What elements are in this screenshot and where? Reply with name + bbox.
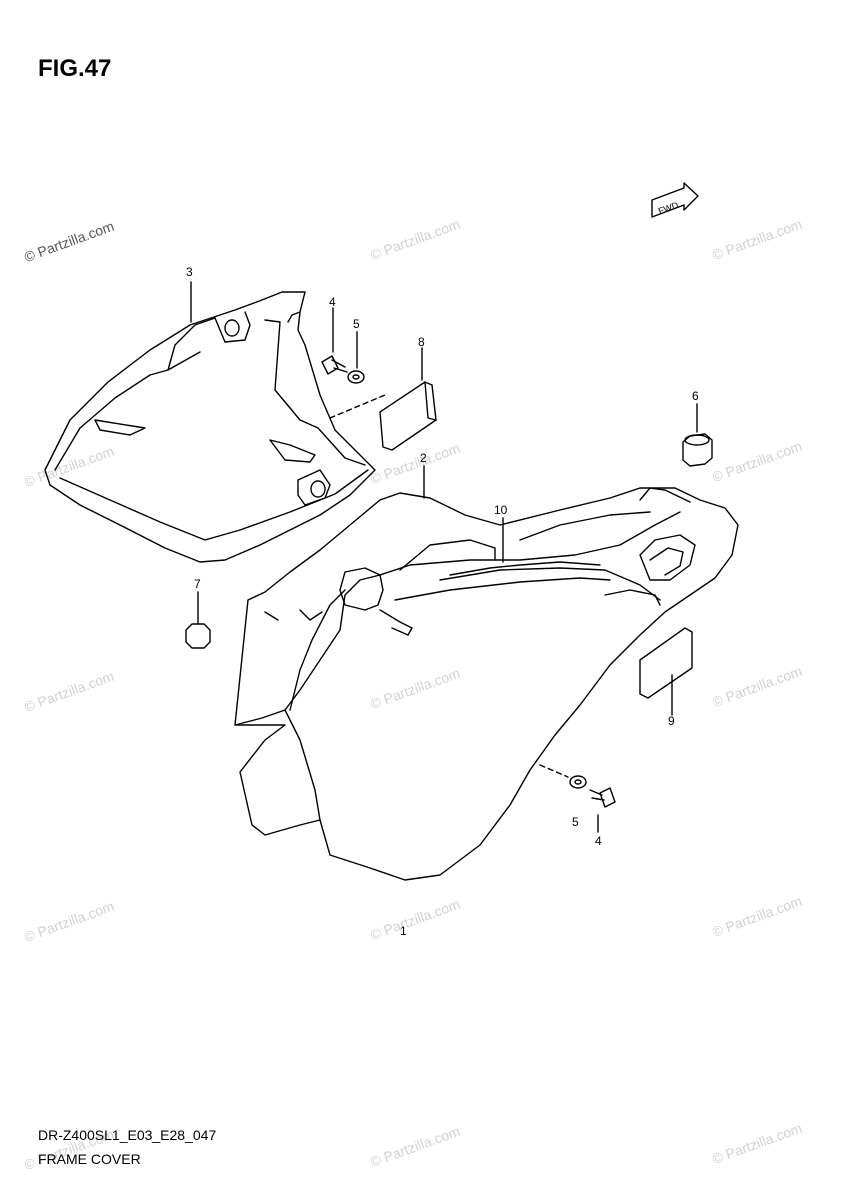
callout-5: 5 — [353, 317, 360, 331]
callout-3: 3 — [186, 265, 193, 279]
part-8-label-sticker — [379, 381, 437, 451]
callout-7: 7 — [194, 577, 201, 591]
callout-4: 4 — [595, 834, 602, 848]
figure-title: FIG.47 — [38, 55, 112, 82]
part-3-side-cover — [44, 291, 376, 563]
part-7-grommet — [185, 623, 211, 649]
fwd-direction-arrow: FWD — [651, 182, 699, 218]
part-4-bolt-upper — [321, 355, 348, 375]
section-title: FRAME COVER — [38, 1151, 141, 1167]
part-5-washer-upper — [347, 370, 365, 384]
part-6-cushion — [682, 433, 713, 467]
callout-2: 2 — [420, 451, 427, 465]
callout-8: 8 — [418, 335, 425, 349]
part-5-washer-lower — [569, 775, 587, 789]
callout-5: 5 — [572, 815, 579, 829]
callout-6: 6 — [692, 389, 699, 403]
part-4-bolt-lower — [589, 787, 616, 808]
part-1-frame-cover — [234, 487, 739, 881]
callout-1: 1 — [400, 924, 407, 938]
part-9-label-sticker — [639, 627, 693, 699]
model-code: DR-Z400SL1_E03_E28_047 — [38, 1127, 217, 1143]
callout-9: 9 — [668, 714, 675, 728]
callout-10: 10 — [494, 503, 508, 517]
callout-4: 4 — [329, 295, 336, 309]
